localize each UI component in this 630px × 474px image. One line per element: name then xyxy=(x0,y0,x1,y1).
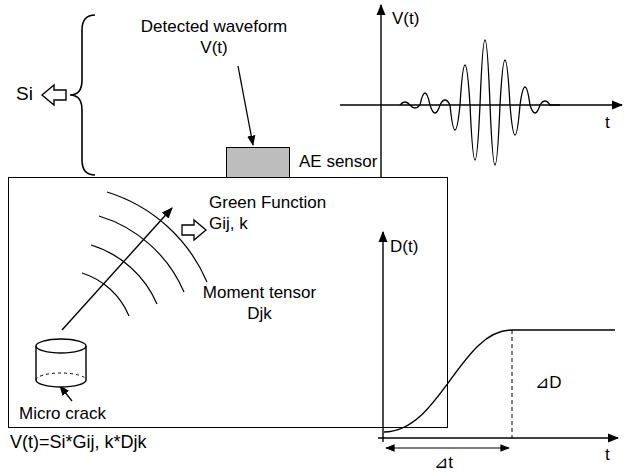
node-text: AE sensor xyxy=(299,151,377,172)
dimension-label: ⊿t xyxy=(434,452,453,473)
node-text: Green Function Gij, k xyxy=(209,192,334,234)
axis xyxy=(380,5,381,178)
axis xyxy=(340,104,622,105)
wavefront xyxy=(82,192,207,316)
cylinder-outline xyxy=(34,336,88,388)
sensor-box: AE sensor xyxy=(226,147,290,178)
signal-name: Si xyxy=(16,83,33,104)
axis-label: t xyxy=(605,444,610,465)
waveform xyxy=(400,40,560,165)
node-text: Moment tensor Djk xyxy=(197,282,322,324)
brace xyxy=(70,15,95,175)
displacement-curve xyxy=(384,330,615,432)
specimen-block: Green Function Gij, k Moment tensor DjkMi… xyxy=(8,177,448,428)
micro-crack-cylinder: Micro crack xyxy=(34,336,88,388)
dashed-line xyxy=(512,330,513,438)
callout-text: Detected waveform V(t) xyxy=(128,16,300,58)
leader-arrow xyxy=(60,386,72,401)
leader-arrow xyxy=(238,66,253,145)
axis-label: t xyxy=(605,112,610,133)
wave-arrow xyxy=(62,208,172,330)
axis xyxy=(378,437,618,438)
dimension-label: ⊿D xyxy=(535,372,562,393)
hollow-arrow xyxy=(42,85,66,105)
formula: V(t)=Si*Gij, k*Djk xyxy=(10,432,147,453)
axis-label: D(t) xyxy=(390,236,418,257)
axis xyxy=(382,232,383,442)
dimension-arrow xyxy=(386,447,509,448)
node-text: Micro crack xyxy=(19,403,106,424)
hollow-arrow xyxy=(182,220,206,240)
axis-label: V(t) xyxy=(392,8,419,29)
